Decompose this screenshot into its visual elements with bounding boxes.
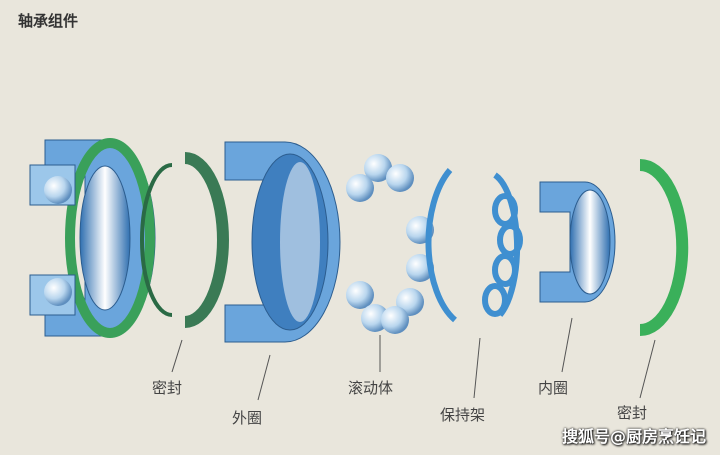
ball-icon — [44, 176, 72, 204]
seal-right-part — [639, 159, 689, 399]
seal-left-part — [140, 152, 229, 373]
label-outer-ring: 外圈 — [232, 409, 263, 427]
label-seal-right: 密封 — [617, 404, 648, 422]
label-seal-left: 密封 — [152, 379, 183, 397]
assembled-bearing — [29, 138, 156, 338]
label-inner-ring: 内圈 — [538, 379, 569, 397]
label-rolling-elements: 滚动体 — [348, 379, 394, 397]
inner-ring-part — [539, 181, 616, 373]
rolling-elements-part — [346, 154, 434, 372]
diagram-title: 轴承组件 — [18, 12, 79, 30]
outer-ring-part — [224, 141, 341, 401]
watermark: 搜狐号@厨房烹饪记 — [561, 427, 706, 446]
ball-icon — [44, 278, 72, 306]
label-cage: 保持架 — [440, 406, 486, 424]
cage-part — [425, 168, 523, 399]
